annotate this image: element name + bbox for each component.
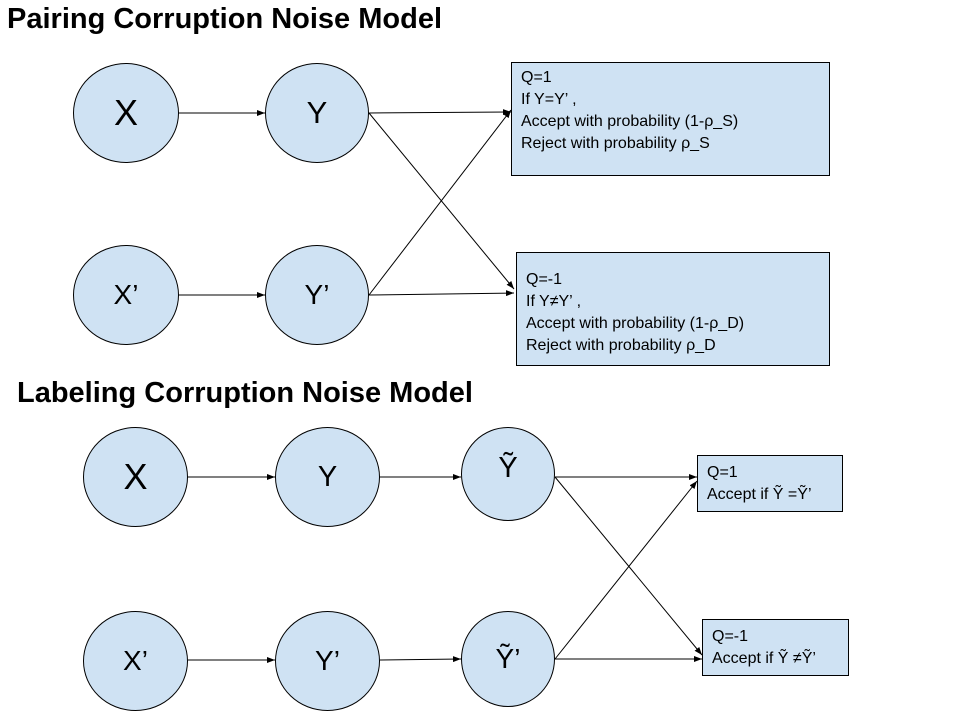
- labeling-node-y-prime: Y’: [275, 611, 380, 711]
- labeling-model-title: Labeling Corruption Noise Model: [17, 377, 473, 409]
- arrow-yp-to-accept-same: [368, 109, 512, 296]
- pairing-node-y-prime: Y’: [265, 245, 369, 345]
- labeling-diff-label-box: Q=-1 Accept if Ỹ ≠Ỹ’: [702, 619, 849, 676]
- arrow-yp-to-accept-diff: [368, 290, 515, 297]
- pairing-node-x-prime: X’: [73, 245, 179, 345]
- arrow-yp-to-ytildep: [379, 656, 462, 663]
- pairing-diff-label-box: Q=-1 If Y≠Y’ , Accept with probability (…: [516, 252, 830, 366]
- arrow-ytildep-to-accept-same: [554, 480, 698, 660]
- pairing-model-title: Pairing Corruption Noise Model: [7, 3, 443, 35]
- pairing-same-label-box: Q=1 If Y=Y’ , Accept with probability (1…: [511, 62, 830, 176]
- labeling-node-y: Y: [275, 427, 380, 527]
- arrow-ytilde-to-accept-diff: [554, 476, 703, 656]
- labeling-node-y-tilde-prime: Ỹ’: [461, 611, 555, 707]
- pairing-node-y: Y: [265, 63, 369, 163]
- labeling-node-y-tilde: Ỹ: [461, 427, 555, 521]
- labeling-same-label-box: Q=1 Accept if Ỹ =Ỹ’: [697, 455, 843, 512]
- pairing-node-x: X: [73, 63, 179, 163]
- labeling-node-x-prime: X’: [83, 611, 188, 711]
- labeling-node-x: X: [83, 427, 188, 527]
- arrow-y-to-accept-same: [368, 109, 512, 116]
